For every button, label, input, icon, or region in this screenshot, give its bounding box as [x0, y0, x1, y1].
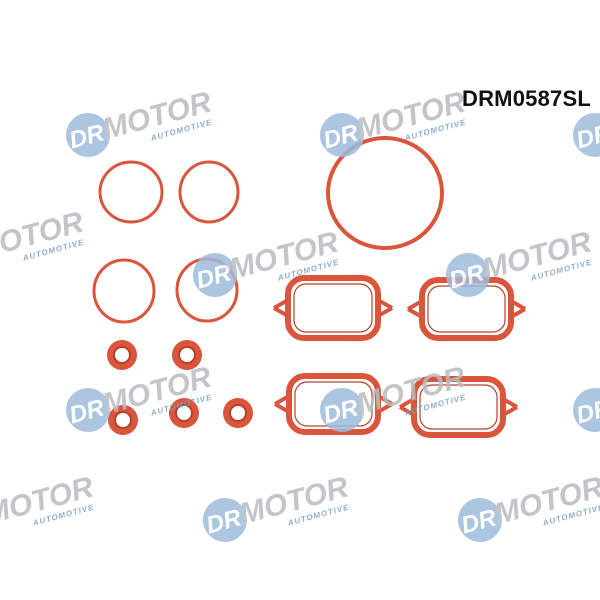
valve-seal — [172, 340, 202, 370]
manifold-gasket — [399, 376, 518, 438]
valve-seal — [223, 398, 253, 428]
o-ring — [92, 258, 156, 324]
manifold-gasket — [274, 373, 393, 435]
gasket-parts — [92, 136, 526, 438]
valve-seal — [169, 398, 199, 428]
valve-seal — [108, 405, 138, 435]
valve-seal — [107, 340, 137, 370]
o-ring — [98, 160, 164, 224]
large-o-ring — [326, 136, 444, 250]
o-ring — [178, 160, 240, 224]
manifold-gasket — [273, 275, 393, 341]
product-code: DRM0587SL — [462, 86, 591, 111]
